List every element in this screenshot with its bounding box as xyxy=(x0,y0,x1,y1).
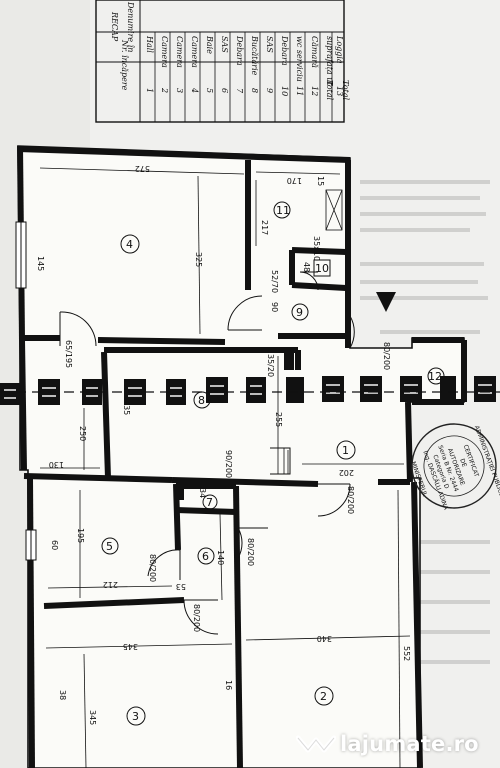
dim-label: 212 xyxy=(103,580,118,589)
dim-label: 35x10 xyxy=(312,236,321,261)
dim-label: 80/200 xyxy=(148,554,157,582)
table-row-name: suprafața ut xyxy=(325,36,334,86)
watermark-text: lajumate.ro xyxy=(340,732,479,756)
table-col-name: Denumire în xyxy=(126,1,135,52)
room-1-label: 1 xyxy=(342,444,349,457)
table-row-name: SAS xyxy=(265,36,274,53)
table-title: RECAP xyxy=(110,11,119,42)
dim-label: 170 xyxy=(287,176,302,185)
table-row-name: SAS xyxy=(220,36,229,53)
room-9-label: 9 xyxy=(296,306,303,319)
dim-label: 38 xyxy=(58,690,67,700)
wc-fixture xyxy=(325,189,343,231)
table-row-nr: 3 xyxy=(175,88,184,93)
room-labels: 4 11 10 9 8 1 12 5 6 7 2 3 xyxy=(101,201,445,726)
room-10-label: 10 xyxy=(315,262,329,275)
stair-hatch xyxy=(283,448,289,474)
dim-label: 65/195 xyxy=(64,340,73,368)
table-row-nr: 8 xyxy=(250,88,259,93)
room-2-label: 2 xyxy=(320,690,327,703)
dim-label: 35/20 xyxy=(266,354,275,377)
table-row-name: Debara xyxy=(235,35,244,66)
dimension-lines xyxy=(39,167,411,768)
dim-label: 34 xyxy=(198,488,207,498)
dim-label: 80/200 xyxy=(382,342,391,370)
dim-label: 202 xyxy=(339,468,354,477)
dim-label: 80/200 xyxy=(192,604,201,632)
table-row-name: Loggia xyxy=(335,35,344,64)
recap-table: RECAP Nr. încăpere Denumire în 1 Hall 2 … xyxy=(95,0,350,123)
lajumate-logo-icon xyxy=(296,735,336,753)
column-hatch xyxy=(4,384,492,399)
dim-label: 90 xyxy=(270,302,279,312)
dim-label: 90/200 xyxy=(224,450,233,478)
doors xyxy=(59,271,382,635)
dim-label: 80/200 xyxy=(246,538,255,566)
columns-row xyxy=(0,348,496,500)
room-12-label: 12 xyxy=(428,370,442,383)
dim-label: 48 xyxy=(302,262,311,272)
dim-label: 60 xyxy=(50,540,59,550)
room-5-label: 5 xyxy=(106,540,113,553)
table-row-nr: 13 xyxy=(335,86,344,96)
table-row-nr: 1 xyxy=(145,88,154,93)
windows xyxy=(15,221,37,561)
table-row-name: Baie xyxy=(205,35,214,54)
table-row-nr: 5 xyxy=(205,88,214,93)
table-row-name: Hall xyxy=(145,35,154,53)
room-6-label: 6 xyxy=(202,550,209,563)
dim-label: 16 xyxy=(224,680,233,690)
dim-label: 53 xyxy=(176,582,186,591)
table-row-name: wc serviciu xyxy=(295,36,304,82)
dim-label: 345 xyxy=(88,710,97,725)
table-row-nr: 10 xyxy=(280,86,289,96)
table-row-nr: 11 xyxy=(295,86,304,96)
dim-label: 255 xyxy=(274,412,283,427)
room-11-label: 11 xyxy=(276,204,290,217)
room-7-label: 7 xyxy=(206,496,213,509)
entrance-arrow-icon xyxy=(376,292,396,312)
dim-label: 80/200 xyxy=(346,486,355,514)
dim-label: 250 xyxy=(78,426,87,441)
table-row-name: Camera xyxy=(190,36,199,68)
dim-label: 15 xyxy=(316,176,325,186)
dim-label: 145 xyxy=(36,256,45,271)
table-row-name: Camera xyxy=(160,36,169,68)
table-row-nr: 6 xyxy=(220,88,229,93)
table-row-name: Bucătărie xyxy=(250,35,259,76)
dim-label: 52/70 xyxy=(270,270,279,293)
table-row-nr: Total xyxy=(341,80,350,101)
table-row-nr: 2 xyxy=(160,87,169,93)
dim-label: 552 xyxy=(402,646,411,661)
table-row-nr: 4 xyxy=(190,87,199,93)
dimension-labels: 572 170 15 325 217 35x10 48 52/70 90 145… xyxy=(36,164,411,725)
thick-walls xyxy=(17,145,467,768)
room-8-label: 8 xyxy=(198,394,205,407)
dim-label: 217 xyxy=(260,220,269,235)
table-row-name: Camera xyxy=(175,36,184,68)
dim-label: 435 xyxy=(122,400,131,415)
stamp-line: DE xyxy=(458,458,468,468)
room-4-label: 4 xyxy=(126,238,133,251)
dim-label: 195 xyxy=(76,528,85,543)
dim-label: 572 xyxy=(135,164,150,173)
table-row-nr: Total xyxy=(325,80,334,101)
dim-label: 140 xyxy=(216,550,225,565)
dim-label: 340 xyxy=(317,634,332,643)
table-row-nr: 7 xyxy=(235,88,244,94)
room-3-label: 3 xyxy=(132,710,139,723)
table-row-nr: 12 xyxy=(310,86,319,96)
watermark: lajumate.ro xyxy=(296,728,496,762)
table-row-nr: 9 xyxy=(265,88,274,93)
table-row-name: Cămară xyxy=(310,36,319,68)
dim-label: 130 xyxy=(49,460,64,469)
table-col-nr: Nr. încăpere xyxy=(120,39,129,91)
dim-label: 345 xyxy=(123,642,138,651)
table-row-name: Debara xyxy=(280,35,289,66)
dim-label: 325 xyxy=(194,252,203,267)
